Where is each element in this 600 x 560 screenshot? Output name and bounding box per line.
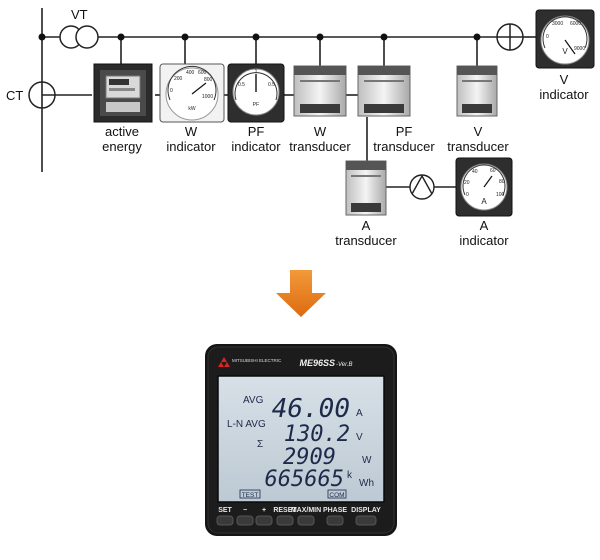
row3-unit: W — [362, 455, 372, 466]
active-energy-label-2: energy — [102, 139, 142, 154]
vt-symbol — [59, 25, 99, 49]
row1-tag: AVG — [243, 395, 264, 406]
v-transducer-label-2: transducer — [447, 139, 509, 154]
active-energy-label-1: active — [105, 124, 139, 139]
pf-tick-0: 0.5 — [238, 82, 245, 88]
pf-tick-1: 1 — [255, 69, 258, 75]
btn-label-minus: − — [243, 507, 247, 514]
row4-value: 665665 — [265, 467, 344, 492]
down-arrow-icon — [276, 270, 326, 317]
junction-dots — [38, 33, 481, 41]
vt-label: VT — [71, 7, 88, 22]
w-tick-2: 400 — [186, 70, 195, 76]
btn-label-maxmin: MAX/MIN — [291, 507, 321, 514]
btn-label-set: SET — [218, 507, 232, 514]
a-indicator-dial: 0 20 40 60 80 100 A — [455, 157, 513, 217]
w-indicator-label-1: W — [185, 124, 198, 139]
model-label: ME96SS — [299, 358, 335, 368]
a-transducer-label-2: transducer — [335, 233, 397, 248]
com-tag: COM — [329, 492, 344, 499]
maxmin-button[interactable] — [297, 515, 315, 526]
w-transducer-device — [293, 65, 347, 117]
row1-value: 46.00 — [272, 394, 350, 424]
set-button[interactable] — [216, 515, 234, 526]
a-tick-2: 40 — [472, 169, 478, 175]
phase-button[interactable] — [326, 515, 344, 526]
mitsubishi-logo-icon — [218, 357, 230, 367]
ct-symbol — [28, 81, 56, 109]
digital-meter: MITSUBISHI ELECTRIC ME96SS -Ver.B AVG L-… — [205, 344, 397, 536]
pf-tick-2: 0.5 — [268, 82, 275, 88]
w-unit: kW — [188, 106, 196, 112]
row2-unit: V — [356, 432, 363, 443]
btn-label-display: DISPLAY — [351, 507, 381, 514]
v-indicator-label-2: indicator — [539, 87, 589, 102]
a-line-symbol — [409, 174, 435, 200]
a-transducer-label-1: A — [362, 218, 371, 233]
pf-unit: PF — [253, 102, 259, 108]
a-tick-1: 20 — [464, 180, 470, 186]
a-tick-3: 60 — [490, 168, 496, 174]
btn-label-reset: RESET — [273, 507, 297, 514]
v-line-symbol — [496, 23, 524, 51]
row2-tag: L-N AVG — [227, 419, 266, 430]
w-transducer-label-1: W — [314, 124, 327, 139]
a-transducer-device — [345, 160, 387, 216]
w-indicator-label-2: indicator — [166, 139, 216, 154]
pf-indicator-label-2: indicator — [231, 139, 281, 154]
w-transducer-label-2: transducer — [289, 139, 351, 154]
a-indicator-label-2: indicator — [459, 233, 509, 248]
v-unit: V — [562, 47, 568, 56]
pf-transducer-device — [357, 65, 411, 117]
minus-button[interactable] — [236, 515, 254, 526]
row1-unit: A — [356, 408, 363, 419]
brand-label: MITSUBISHI ELECTRIC — [232, 358, 282, 363]
w-tick-3: 600 — [198, 70, 207, 76]
v-indicator-dial: 0 3000 6000 9000 V — [535, 9, 595, 69]
w-tick-0: 0 — [170, 88, 173, 94]
a-unit: A — [481, 197, 487, 206]
w-tick-1: 200 — [174, 76, 183, 82]
v-tick-0: 0 — [546, 34, 549, 40]
plus-button[interactable] — [255, 515, 273, 526]
v-transducer-device — [456, 65, 498, 117]
row3-tag: Σ — [257, 439, 263, 450]
pf-indicator-dial: 0.5 1 0.5 PF — [227, 63, 285, 123]
w-tick-4: 800 — [204, 77, 213, 83]
v-indicator-label-1: V — [560, 72, 569, 87]
v-transducer-label-1: V — [474, 124, 483, 139]
test-tag: TEST — [242, 492, 259, 499]
row4-unit: Wh — [359, 478, 374, 489]
pf-indicator-label-1: PF — [248, 124, 265, 139]
btn-label-phase: PHASE — [323, 507, 347, 514]
ct-label: CT — [6, 88, 23, 103]
w-tick-5: 1000 — [202, 94, 213, 100]
lcd-screen — [217, 375, 385, 503]
row3-value: 2909 — [283, 445, 336, 470]
v-tick-1: 3000 — [552, 21, 563, 27]
btn-label-plus: + — [262, 507, 266, 514]
row2-value: 130.2 — [284, 422, 350, 447]
display-button[interactable] — [355, 515, 377, 526]
a-tick-0: 0 — [466, 192, 469, 198]
pf-transducer-label-1: PF — [396, 124, 413, 139]
w-indicator-dial: 0 200 400 600 800 1000 kW — [159, 63, 225, 123]
reset-button[interactable] — [276, 515, 294, 526]
v-tick-2: 6000 — [570, 21, 581, 27]
model-version: -Ver.B — [336, 362, 353, 368]
a-indicator-label-1: A — [480, 218, 489, 233]
pf-transducer-label-2: transducer — [373, 139, 435, 154]
row4-prefix: k — [347, 470, 353, 481]
v-tick-3: 9000 — [574, 46, 585, 52]
a-tick-5: 100 — [496, 192, 505, 198]
active-energy-meter — [93, 63, 153, 123]
a-tick-4: 80 — [499, 179, 505, 185]
